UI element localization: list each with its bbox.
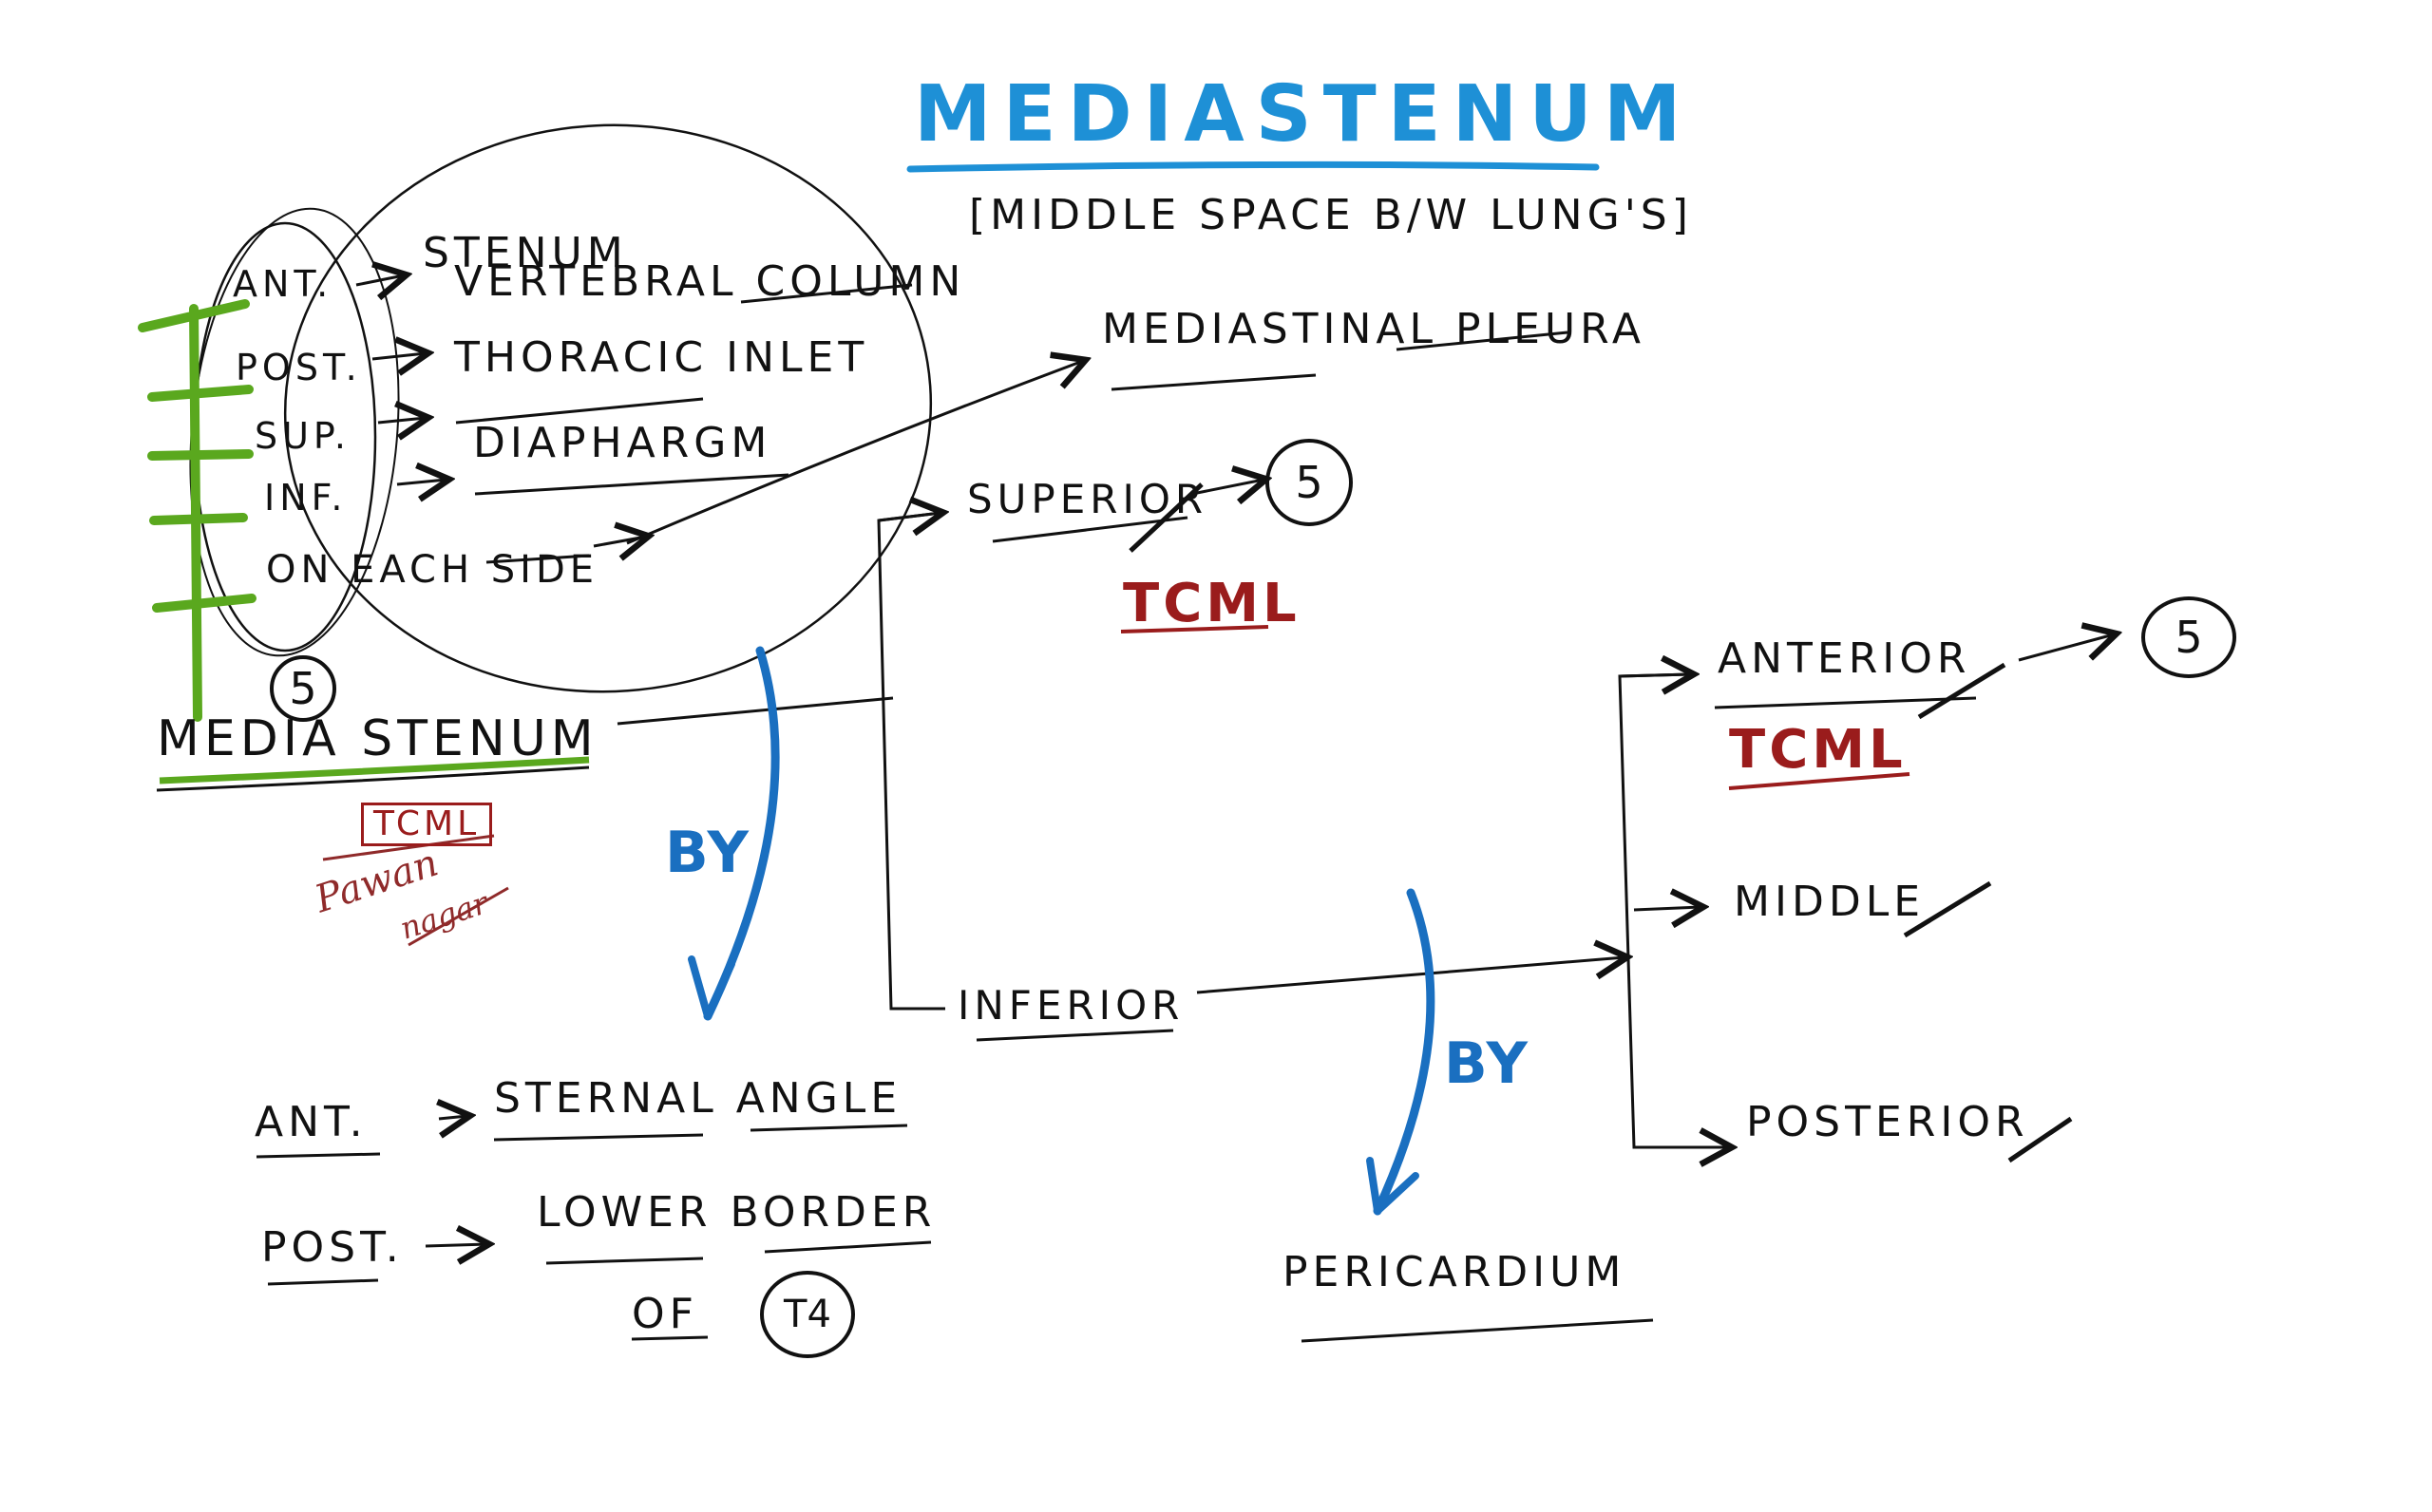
- plane-post-value: LOWER BORDER: [537, 1188, 937, 1237]
- boundaries-count-circle: 5: [270, 655, 336, 722]
- pericardium-label: PERICARDIUM: [1282, 1248, 1626, 1296]
- bracket-sup-inf: [877, 511, 945, 1011]
- page-title: MEDIASTENUM: [914, 69, 1693, 160]
- boundaries-ellipse: [283, 123, 933, 693]
- superior-count-circle: 5: [1265, 439, 1353, 526]
- each-side-label: ON EACH SIDE: [266, 548, 599, 592]
- mediastinal-pleura: MEDIASTINAL PLEURA: [1102, 305, 1645, 353]
- tcml-anterior: TCML: [1729, 719, 1907, 781]
- inf-value: DIAPHARGM: [473, 419, 772, 467]
- post-value: VERTEBRAL COLUMN: [454, 257, 966, 306]
- sup-value: THORACIC INLET: [454, 333, 869, 382]
- posterior-label: POSTERIOR: [1746, 1098, 2029, 1146]
- main-to-bracket: [617, 696, 894, 726]
- anterior-label: ANTERIOR: [1718, 634, 1971, 683]
- main-underline-black: [156, 765, 590, 792]
- post-arrow: [371, 353, 426, 359]
- anterior-count-circle: 5: [2141, 596, 2236, 678]
- by-arrow-right: [1373, 888, 1435, 1216]
- by-label-right: BY: [1444, 1030, 1530, 1097]
- plane-post-label: POST.: [261, 1223, 404, 1272]
- inf-arrow: [396, 480, 446, 484]
- by-label-left: BY: [665, 820, 750, 886]
- tcml-superior: TCML: [1123, 573, 1301, 634]
- tcml-boxed-tag: TCML: [361, 803, 493, 846]
- ant-value: STENUM: [423, 229, 628, 277]
- tcml-anterior-underline: [1728, 772, 1910, 790]
- green-ladder: [138, 299, 256, 722]
- plane-of: OF: [632, 1290, 698, 1338]
- plane-ant-label: ANT.: [255, 1098, 368, 1146]
- superior-label: SUPERIOR: [967, 476, 1208, 522]
- plane-ant-value: STERNAL ANGLE: [494, 1074, 902, 1123]
- side-to-pleura-arrow: [626, 361, 1083, 545]
- inferior-to-bracket: [1196, 957, 1624, 994]
- ant-arrow: [355, 275, 404, 285]
- mediastenum-main-label: MEDIA STENUM: [157, 710, 598, 767]
- tcml-superior-underline: [1120, 625, 1269, 633]
- middle-label: MIDDLE: [1734, 878, 1926, 926]
- subtitle: [MIDDLE SPACE B/W LUNG'S]: [969, 191, 1693, 239]
- sup-arrow: [377, 418, 426, 423]
- main-underline-green: [159, 756, 590, 784]
- post-label: POST.: [236, 347, 362, 388]
- t4-circle: T4: [760, 1271, 855, 1358]
- ant-label: ANT.: [233, 263, 333, 305]
- sup-label: SUP.: [255, 415, 352, 457]
- inferior-label: INFERIOR: [958, 982, 1185, 1029]
- title-underline: [906, 161, 1600, 173]
- inf-label: INF.: [264, 477, 348, 519]
